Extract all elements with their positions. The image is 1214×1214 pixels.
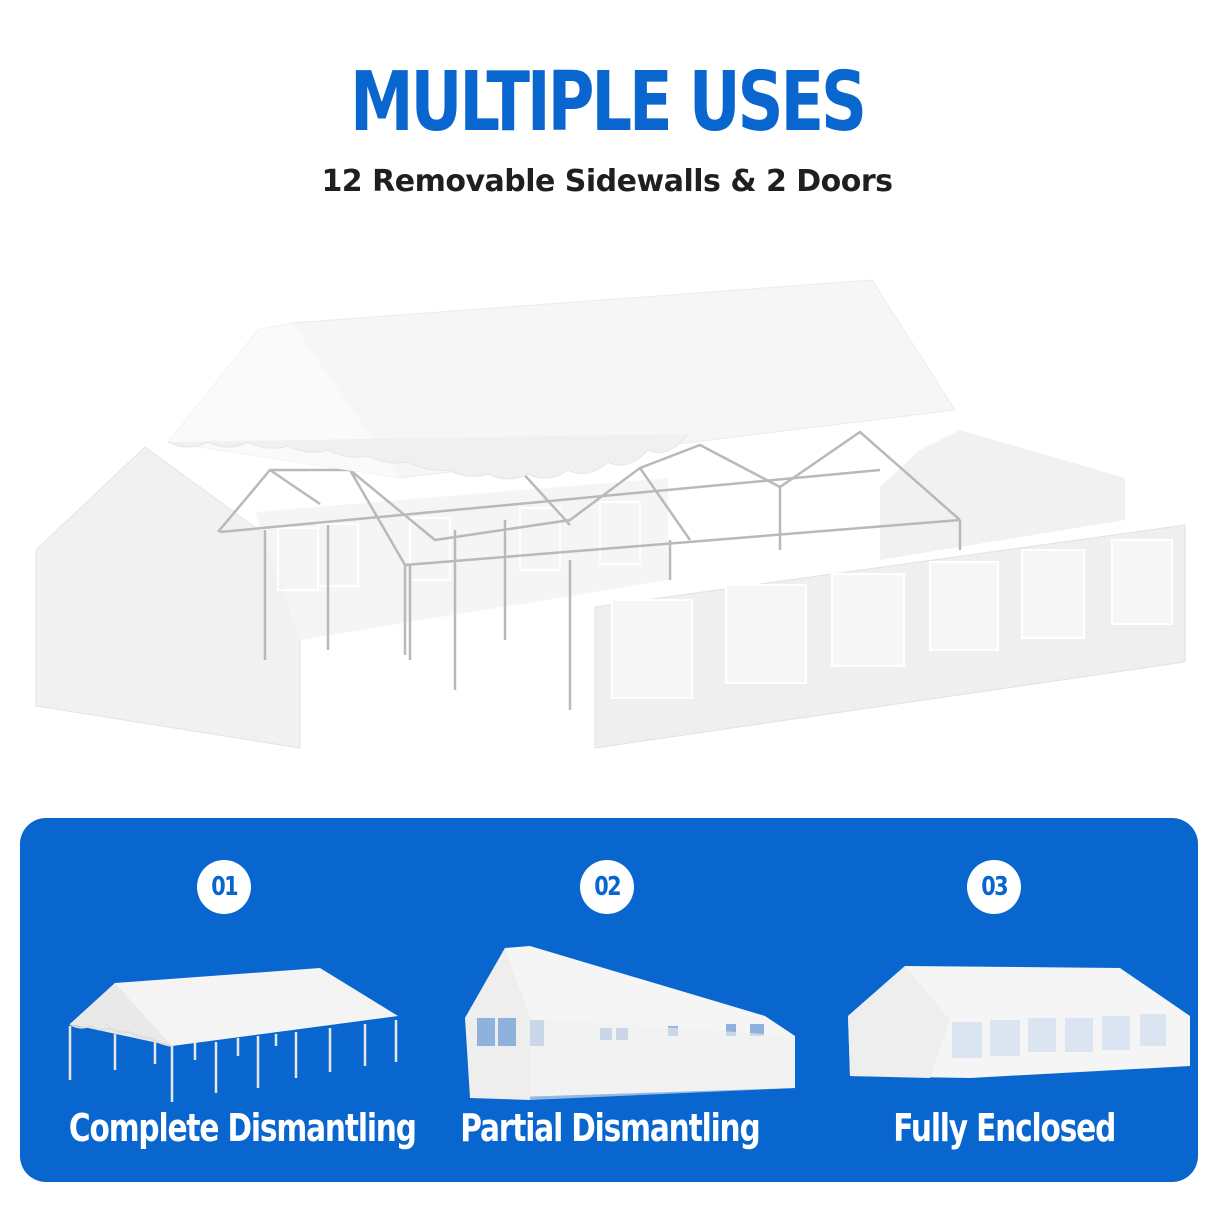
- mode-partial-dismantling: 02 Partial Dismantling: [410, 818, 810, 1182]
- mode-label: Complete Dismantling: [68, 1106, 417, 1150]
- tent-exploded-view-icon: [0, 270, 1214, 770]
- mode-label: Partial Dismantling: [460, 1106, 760, 1150]
- step-badge-02: 02: [580, 860, 634, 914]
- mode-complete-dismantling: 01 Complete Dismantling: [20, 818, 440, 1182]
- usage-modes-panel: 01 Complete Dismantling 02: [20, 818, 1198, 1182]
- tent-fully-enclosed-icon: [848, 966, 1190, 1078]
- step-badge-03: 03: [967, 860, 1021, 914]
- page-title: MULTIPLE USES: [350, 55, 867, 150]
- mode-label: Fully Enclosed: [893, 1106, 1116, 1150]
- tent-frame-roof-only-icon: [68, 968, 398, 1102]
- mode-fully-enclosed: 03 Fully Enclosed: [810, 818, 1198, 1182]
- tent-partial-walls-icon: [465, 946, 795, 1100]
- step-badge-01: 01: [197, 860, 251, 914]
- page-subtitle: 12 Removable Sidewalls & 2 Doors: [321, 164, 893, 199]
